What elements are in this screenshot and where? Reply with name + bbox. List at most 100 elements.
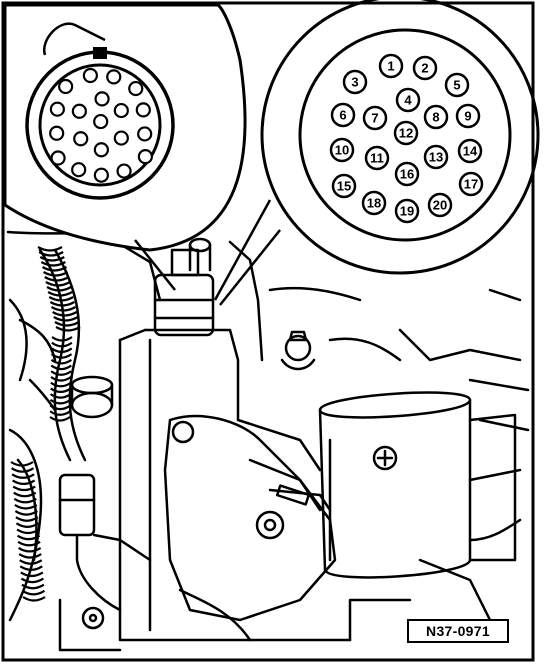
- pin-12: 12: [393, 120, 419, 146]
- pin-hole: [128, 80, 144, 97]
- pin-1: 1: [378, 53, 404, 79]
- pin-hole: [49, 125, 65, 141]
- coil-wrap: [51, 336, 73, 342]
- coil-wrap: [50, 387, 72, 394]
- pin-number-label: 9: [464, 109, 471, 124]
- pin-4: 4: [395, 87, 421, 113]
- coil-wrap: [50, 358, 73, 365]
- pin-6: 6: [330, 102, 356, 128]
- pin-hole: [106, 69, 122, 85]
- coil-wrap: [44, 276, 70, 282]
- callout-connector-face: [3, 3, 247, 291]
- coil-wrap: [50, 381, 72, 388]
- pin-hole: [113, 102, 129, 119]
- pin-number-label: 20: [433, 198, 447, 213]
- coil-wrap: [13, 497, 37, 504]
- pin-number-label: 7: [371, 111, 378, 126]
- pin-number-label: 3: [351, 75, 358, 90]
- coil-wrap: [50, 353, 73, 359]
- pin-number-label: 17: [464, 177, 478, 192]
- pin-hole: [58, 78, 74, 95]
- coil-wrap: [50, 376, 72, 382]
- coil-wrap: [14, 504, 38, 510]
- pin-hole: [137, 126, 153, 142]
- coil-wrap: [21, 589, 46, 596]
- pin-18: 18: [361, 190, 387, 216]
- coil-wrap: [20, 571, 44, 578]
- pin-number-label: 15: [337, 179, 351, 194]
- pin-5: 5: [444, 72, 470, 98]
- coil-wrap: [49, 398, 72, 405]
- coil-wrap: [17, 540, 41, 547]
- coil-wrap: [16, 534, 41, 541]
- coil-wrap: [20, 577, 44, 584]
- coil-wrap: [14, 510, 38, 516]
- coil-wrap: [18, 546, 42, 553]
- connector-pin-holes: [49, 67, 153, 183]
- coil-wrap: [10, 461, 34, 467]
- coil-wrap: [10, 467, 35, 473]
- coil-wrap: [40, 261, 66, 267]
- wire-harness-coils: [10, 246, 81, 602]
- pin-hole: [116, 163, 132, 179]
- pin-3: 3: [342, 69, 368, 95]
- pin-14: 14: [457, 138, 483, 164]
- coil-wrap: [11, 473, 35, 479]
- coil-wrap: [12, 479, 36, 486]
- pin-17: 17: [458, 171, 484, 197]
- pin-hole: [94, 91, 110, 107]
- pin-13: 13: [423, 144, 449, 170]
- coil-wrap: [47, 291, 73, 297]
- pin-16: 16: [394, 161, 420, 187]
- coil-wrap: [19, 559, 43, 565]
- coil-wrap: [15, 522, 40, 528]
- figure-reference-box: N37-0971: [407, 619, 509, 643]
- pin-number-label: 11: [370, 151, 384, 166]
- pin-number-label: 4: [404, 93, 412, 108]
- coil-wrap: [46, 286, 72, 292]
- pin-hole: [71, 103, 87, 119]
- pin-19: 19: [394, 198, 420, 224]
- pin-number-label: 19: [400, 204, 414, 219]
- pin-hole: [73, 131, 89, 147]
- pin-hole: [71, 162, 87, 178]
- coil-wrap: [15, 516, 39, 522]
- coil-wrap: [50, 306, 77, 312]
- pin-hole: [135, 102, 151, 118]
- pin-hole: [50, 150, 66, 166]
- coil-wrap: [51, 347, 73, 354]
- coil-wrap: [18, 553, 42, 559]
- pin-hole: [49, 101, 65, 117]
- coil-wrap: [19, 565, 43, 571]
- coil-wrap: [55, 326, 81, 332]
- coil-wrap: [54, 321, 80, 327]
- coil-wrap: [21, 583, 45, 590]
- pin-number-label: 2: [421, 61, 428, 76]
- coil-wrap: [50, 370, 72, 376]
- pin-hole: [137, 149, 153, 165]
- pin-8: 8: [423, 104, 449, 130]
- pin-number-label: 16: [400, 167, 414, 182]
- coil-wrap: [41, 266, 68, 272]
- coil-wrap: [49, 393, 72, 399]
- pin-number-label: 10: [335, 143, 349, 158]
- pin-9: 9: [455, 103, 481, 129]
- coil-wrap: [16, 528, 40, 535]
- pin-number-label: 1: [387, 59, 394, 74]
- pin-hole: [93, 167, 109, 183]
- pin-number-label: 8: [432, 110, 439, 125]
- pin-7: 7: [362, 105, 388, 131]
- pin-10: 10: [329, 137, 355, 163]
- figure-reference-code: N37-0971: [426, 623, 490, 639]
- pin-number-label: 6: [339, 108, 346, 123]
- coil-wrap: [12, 485, 36, 492]
- pin-number-label: 13: [429, 150, 443, 165]
- coil-wrap: [37, 246, 63, 252]
- coil-wrap: [43, 271, 69, 277]
- coil-wrap: [49, 410, 71, 416]
- coil-wrap: [13, 491, 37, 498]
- pin-20: 20: [427, 192, 453, 218]
